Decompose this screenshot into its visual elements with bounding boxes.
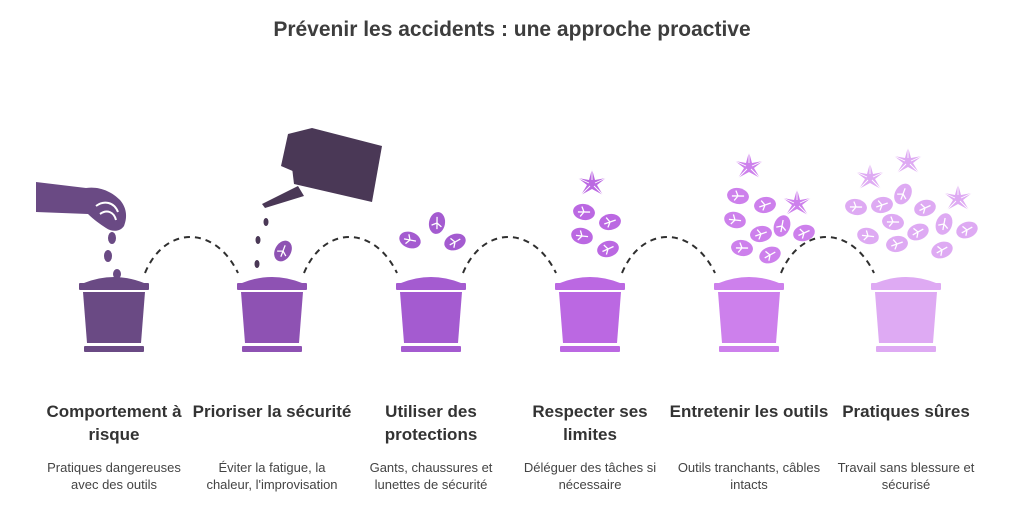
step-2-description: Éviter la fatigue, la chaleur, l'improvi… bbox=[206, 460, 338, 492]
connector-2-3 bbox=[303, 236, 398, 274]
step-1-description: Pratiques dangereuses avec des outils bbox=[47, 460, 181, 492]
step-6-description: Travail sans blessure et sécurisé bbox=[837, 460, 975, 492]
pot-2-icon bbox=[237, 277, 307, 352]
step-4-title: Respecter ses limites bbox=[532, 402, 648, 444]
young-plant-icon bbox=[568, 168, 623, 261]
growing-plant-icon bbox=[721, 151, 818, 267]
pot-3-icon bbox=[396, 277, 466, 352]
pot-4-icon bbox=[555, 277, 625, 352]
step-5-description: Outils tranchants, câbles intacts bbox=[677, 460, 821, 492]
sprout-leaves-icon bbox=[396, 210, 469, 254]
pots bbox=[79, 277, 941, 352]
step-5-title: Entretenir les outils bbox=[669, 402, 829, 421]
connector-5-6 bbox=[780, 236, 875, 274]
connector-1-2 bbox=[144, 236, 239, 274]
pot-5-icon bbox=[714, 277, 784, 352]
connector-3-4 bbox=[462, 236, 557, 274]
connector-lines bbox=[144, 236, 875, 274]
pot-6-icon bbox=[871, 277, 941, 352]
step-3-title: Utiliser des protections bbox=[384, 402, 478, 444]
pot-1-icon bbox=[79, 277, 149, 352]
step-1-title: Comportement à risque bbox=[46, 402, 182, 444]
blooming-plant-icon bbox=[843, 146, 981, 262]
water-drop-icons bbox=[254, 218, 269, 268]
step-3-description: Gants, chaussures et lunettes de sécurit… bbox=[369, 460, 493, 492]
step-6-title: Pratiques sûres bbox=[842, 402, 970, 421]
seed-icons bbox=[104, 232, 121, 279]
watering-can-icon bbox=[262, 128, 382, 208]
hand-icon bbox=[36, 182, 127, 231]
step-4-description: Déléguer des tâches si nécessaire bbox=[523, 460, 657, 492]
step-2-title: Prioriser la sécurité bbox=[192, 402, 352, 421]
sprout-leaf-icon bbox=[269, 236, 297, 266]
page-title: Prévenir les accidents : une approche pr… bbox=[273, 18, 751, 41]
connector-4-5 bbox=[621, 236, 716, 274]
